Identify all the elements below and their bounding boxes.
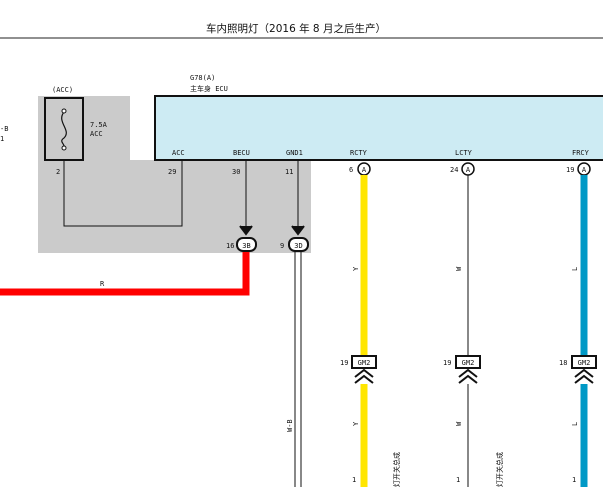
junction-3b-pin: 16 [226, 242, 234, 250]
junction-3d-id: 3D [294, 242, 302, 250]
becu-arrow [239, 225, 253, 236]
left-cut-label-2: 1 [0, 135, 4, 143]
gm2-connector-1 [351, 355, 377, 369]
fuse-terminal-top [61, 108, 67, 114]
ecu-name: 主车身 ECU [190, 84, 228, 93]
terminal-frcy: FRCY [572, 149, 590, 157]
fuse-box-area [38, 96, 311, 253]
bottom-pin-3: 1 [572, 476, 576, 484]
fuse-rating: 7.5A [90, 121, 108, 129]
wire-color-l-bottom: L [571, 422, 579, 426]
wire-color-w-top: W [455, 266, 463, 271]
lcty-connector-letter: A [466, 166, 471, 174]
terminal-rcty: RCTY [350, 149, 368, 157]
pin-lcty: 24 [450, 166, 458, 174]
pin-frcy: 19 [566, 166, 574, 174]
gm2-chevron-1 [354, 368, 374, 384]
fuse-acc-wire [63, 160, 183, 227]
gm2-connector-2 [455, 355, 481, 369]
frcy-connector-letter: A [582, 166, 587, 174]
wire-color-y-top: Y [352, 266, 360, 271]
pin-acc: 29 [168, 168, 176, 176]
wire-color-r: R [100, 280, 105, 288]
vertical-label-1: 灯开关总成 [392, 452, 401, 487]
gm2-connector-3 [571, 355, 597, 369]
pin-rcty: 6 [349, 166, 353, 174]
red-wire [0, 252, 250, 296]
bottom-pin-1: 1 [352, 476, 356, 484]
ecu-block [154, 95, 603, 161]
terminal-gnd1: GND1 [286, 149, 303, 157]
pin-becu: 30 [232, 168, 240, 176]
junction-3d-pin: 9 [280, 242, 284, 250]
wire-color-w-bottom: W [455, 421, 463, 426]
fuse-terminal-bottom [61, 145, 67, 151]
gm2-label-2: GM2 [462, 359, 475, 367]
junction-3b [236, 237, 257, 252]
ecu-code: G78(A) [190, 74, 215, 82]
terminal-lcty: LCTY [455, 149, 473, 157]
vertical-label-2: 灯开关总成 [495, 452, 504, 487]
bottom-pin-2: 1 [456, 476, 460, 484]
gm2-label-3: GM2 [578, 359, 591, 367]
fuse-symbol [61, 111, 67, 149]
wire-color-l-top: L [571, 267, 579, 271]
gnd1-arrow [291, 225, 305, 236]
left-cut-label-1: -B [0, 125, 8, 133]
fuse-name: ACC [90, 130, 103, 138]
wire-color-y-bottom: Y [352, 421, 360, 426]
gm2-pin-1: 19 [340, 359, 348, 367]
gm2-pin-3: 18 [559, 359, 567, 367]
gm2-chevron-3 [574, 368, 594, 384]
junction-3b-id: 3B [242, 242, 250, 250]
terminal-acc: ACC [172, 149, 185, 157]
pin-gnd1: 11 [285, 168, 293, 176]
diagram-title: 车内照明灯（2016 年 8 月之后生产） [206, 22, 386, 35]
rcty-connector-letter: A [362, 166, 367, 174]
gm2-label-1: GM2 [358, 359, 371, 367]
junction-3d [288, 237, 309, 252]
pin-fuse-out: 2 [56, 168, 60, 176]
gm2-pin-2: 19 [443, 359, 451, 367]
fuse-tag: (ACC) [52, 86, 73, 94]
wire-color-wb: W-B [286, 419, 294, 432]
terminal-becu: BECU [233, 149, 250, 157]
gm2-chevron-2 [458, 368, 478, 384]
